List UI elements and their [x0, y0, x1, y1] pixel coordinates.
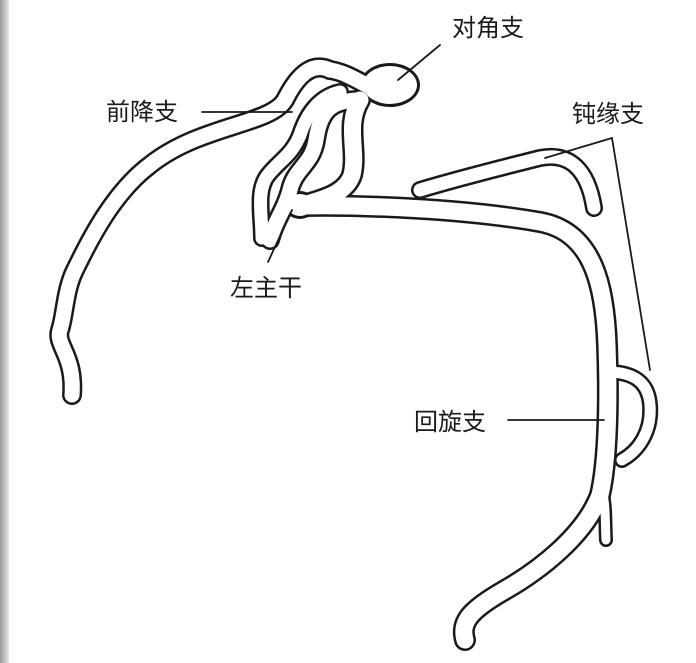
label-obtuse-marginal-branch: 钝缘支 [572, 100, 644, 128]
obtuse-marginal-leader-b [611, 137, 651, 371]
diagonal-leader [397, 44, 441, 81]
circumflex-twig-fill [597, 485, 611, 545]
left-main-leader [267, 209, 293, 263]
obtuse-marginal-leader-a [544, 137, 613, 159]
label-lad-branch: 前降支 [106, 98, 178, 126]
left-main-stem-fill [291, 91, 369, 215]
diagonal-loop-fill [254, 85, 347, 245]
image-edge-bar [0, 0, 9, 663]
label-diagonal-branch: 对角支 [452, 14, 524, 42]
lad-vessel-fill [51, 59, 338, 403]
label-circumflex-branch: 回旋支 [414, 408, 486, 436]
vessel-fills [51, 59, 656, 649]
label-left-main-trunk: 左主干 [230, 274, 302, 302]
left-main-bulb-inner [287, 194, 313, 216]
diagonal-tangle-fill [262, 92, 368, 248]
leader-lines [201, 44, 651, 421]
obtuse-marginal-upper-fill [413, 150, 601, 215]
obtuse-marginal-lower-fill [601, 366, 656, 466]
labels: 对角支 前降支 钝缘支 左主干 回旋支 [106, 14, 644, 436]
